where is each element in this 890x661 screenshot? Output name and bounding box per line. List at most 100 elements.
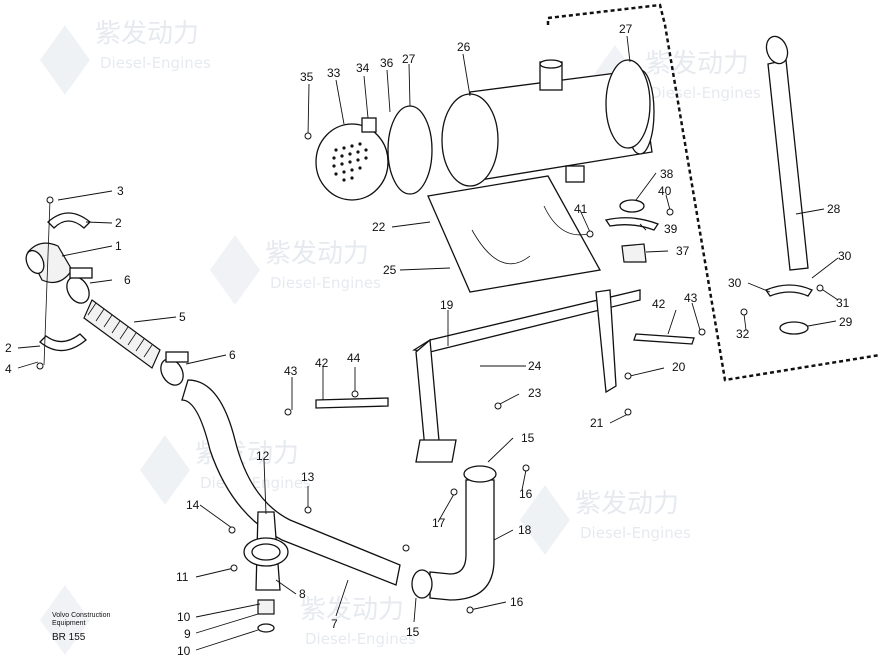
callout-15: 15	[406, 625, 420, 639]
part-27-clamp-ring-left	[387, 105, 433, 195]
callout-14: 14	[186, 498, 200, 512]
watermark-en: Diesel-Engines	[580, 524, 691, 542]
part-38-washer	[619, 199, 645, 213]
callout-28: 28	[827, 202, 841, 216]
watermark-cn: 紫发动力	[95, 19, 199, 49]
part-30-clamp	[765, 284, 813, 297]
callout-41: 41	[574, 202, 588, 216]
callout-10: 10	[177, 610, 191, 624]
callout-42: 42	[652, 297, 666, 311]
callout-19: 19	[440, 298, 454, 312]
part-9-rubber-mount	[257, 599, 275, 615]
callout-36: 36	[380, 56, 394, 70]
footer-brand-line1: Volvo Construction	[52, 612, 111, 619]
callout-16: 16	[519, 487, 533, 501]
callout-31: 31	[836, 296, 850, 310]
part-22-muffler-support	[427, 175, 602, 293]
watermark-mark: 紫发动力 Diesel-Engines	[40, 19, 211, 95]
callout-33: 33	[327, 66, 341, 80]
callout-26: 26	[457, 40, 471, 54]
callout-4: 4	[5, 362, 12, 376]
part-29-ring	[779, 321, 809, 335]
part-18-elbow-pipe	[429, 479, 495, 601]
callout-2: 2	[5, 341, 12, 355]
callout-20: 20	[672, 360, 686, 374]
part-33-end-cap	[315, 117, 389, 201]
fasteners	[36, 132, 824, 614]
part-6-hose-clamp-lower	[160, 351, 189, 386]
callout-15: 15	[521, 431, 535, 445]
callout-35: 35	[300, 70, 314, 84]
callout-6: 6	[124, 273, 131, 287]
callout-3: 3	[117, 184, 124, 198]
callout-6: 6	[229, 348, 236, 362]
part-42-bracket-right	[633, 333, 695, 345]
callout-29: 29	[839, 315, 853, 329]
callout-27: 27	[402, 52, 416, 66]
watermark-en: Diesel-Engines	[305, 630, 416, 648]
part-7-pipe	[181, 379, 401, 586]
part-15-clamp-upper	[463, 465, 497, 483]
callout-39: 39	[664, 222, 678, 236]
watermark-mark: 紫发动力 Diesel-Engines	[520, 485, 691, 555]
callout-38: 38	[660, 167, 674, 181]
callout-numbers: 3 2 1 6 5 6 2 4 12 13 14 11 8 10 9 10 7 …	[5, 22, 853, 658]
callout-9: 9	[184, 627, 191, 641]
callout-21: 21	[590, 416, 604, 430]
watermark-en: Diesel-Engines	[270, 274, 381, 292]
clamp-axis-line	[43, 199, 51, 366]
callout-30: 30	[728, 276, 742, 290]
callout-2: 2	[115, 216, 122, 230]
footer-brand-line2: Equipment	[52, 620, 86, 627]
watermark-cn: 紫发动力	[300, 595, 404, 625]
part-28-tail-pipe	[765, 35, 809, 271]
callout-42: 42	[315, 356, 329, 370]
part-42-bracket-left	[315, 397, 389, 409]
part-37-mount	[621, 243, 647, 263]
callout-5: 5	[179, 310, 186, 324]
part-19-support-frame	[412, 289, 641, 463]
part-26-muffler	[441, 59, 655, 187]
callout-37: 37	[676, 244, 690, 258]
part-5-flex-hose	[83, 299, 161, 369]
watermark-cn: 紫发动力	[265, 239, 369, 269]
watermark-en: Diesel-Engines	[100, 54, 211, 72]
callout-18: 18	[518, 523, 532, 537]
callout-1: 1	[115, 239, 122, 253]
callout-34: 34	[356, 61, 370, 75]
part-15-clamp-lower	[411, 569, 433, 599]
callout-32: 32	[736, 327, 750, 341]
callout-13: 13	[301, 470, 315, 484]
callout-11: 11	[176, 570, 189, 584]
part-6-hose-clamp-upper	[66, 267, 93, 304]
callout-44: 44	[347, 351, 361, 365]
assembly-boundary-dashed	[546, 3, 881, 382]
part-27-clamp-ring-right	[605, 59, 651, 149]
watermark-cn: 紫发动力	[575, 489, 679, 519]
callout-22: 22	[372, 220, 386, 234]
footer-diagram-code: BR 155	[52, 632, 86, 643]
leader-lines	[17, 35, 839, 651]
part-2-clamp-lower	[39, 333, 87, 352]
callout-43: 43	[684, 291, 698, 305]
callout-40: 40	[658, 184, 672, 198]
callout-16: 16	[510, 595, 524, 609]
part-39-clamp	[604, 217, 659, 231]
part-12-bracket	[243, 511, 289, 591]
callout-25: 25	[383, 263, 397, 277]
callout-30: 30	[838, 249, 852, 263]
watermark-mark: 紫发动力 Diesel-Engines	[40, 585, 416, 655]
callout-23: 23	[528, 386, 542, 400]
callout-10: 10	[177, 644, 191, 658]
callout-12: 12	[256, 449, 270, 463]
part-2-clamp-upper	[47, 212, 91, 229]
watermark-en: Diesel-Engines	[650, 84, 761, 102]
callout-17: 17	[432, 516, 446, 530]
watermark-cn: 紫发动力	[645, 49, 749, 79]
callout-27: 27	[619, 22, 633, 36]
part-10-washer-lower	[257, 623, 275, 633]
callout-7: 7	[331, 617, 338, 631]
callout-8: 8	[299, 587, 306, 601]
part-1-sleeve	[25, 242, 73, 283]
